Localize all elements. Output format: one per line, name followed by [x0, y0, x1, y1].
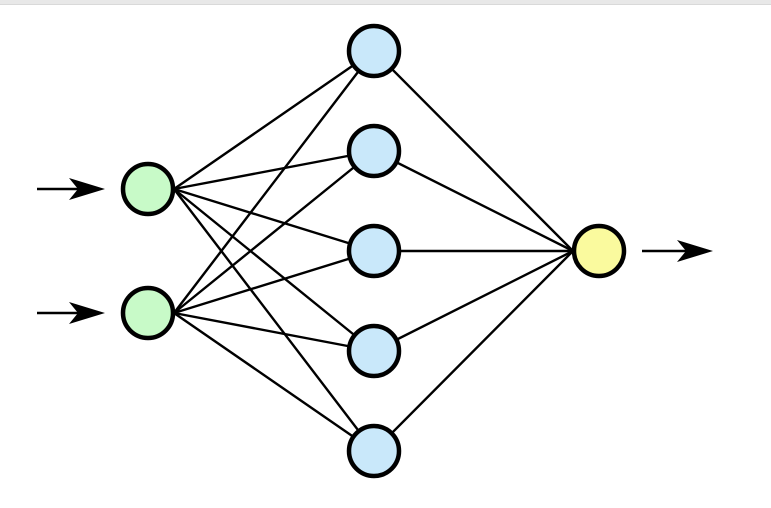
connection-input-hidden: [172, 311, 376, 353]
hidden-node: [346, 323, 402, 379]
connection-input-hidden: [172, 249, 376, 315]
connection-input-hidden: [172, 311, 376, 453]
output-node: [571, 223, 627, 279]
connection-input-hidden: [172, 187, 376, 253]
hidden-node: [346, 223, 402, 279]
connection-input-hidden: [172, 149, 376, 315]
input-arrow-head: [69, 178, 105, 200]
connection-input-hidden: [172, 49, 376, 191]
input-arrow-head: [69, 302, 105, 324]
hidden-node: [346, 23, 402, 79]
output-arrow-head: [677, 240, 713, 262]
connection-hidden-output: [372, 249, 575, 453]
hidden-node: [346, 423, 402, 479]
input-node: [120, 161, 176, 217]
input-node: [120, 285, 176, 341]
connection-input-hidden: [172, 49, 376, 315]
connection-input-hidden: [172, 149, 376, 191]
hidden-node: [346, 123, 402, 179]
connection-hidden-output: [372, 149, 575, 253]
connection-input-hidden: [172, 187, 376, 353]
connection-hidden-output: [372, 249, 575, 353]
top-border-bar: [0, 0, 771, 4]
connection-hidden-output: [372, 49, 575, 253]
connection-input-hidden: [172, 187, 376, 453]
